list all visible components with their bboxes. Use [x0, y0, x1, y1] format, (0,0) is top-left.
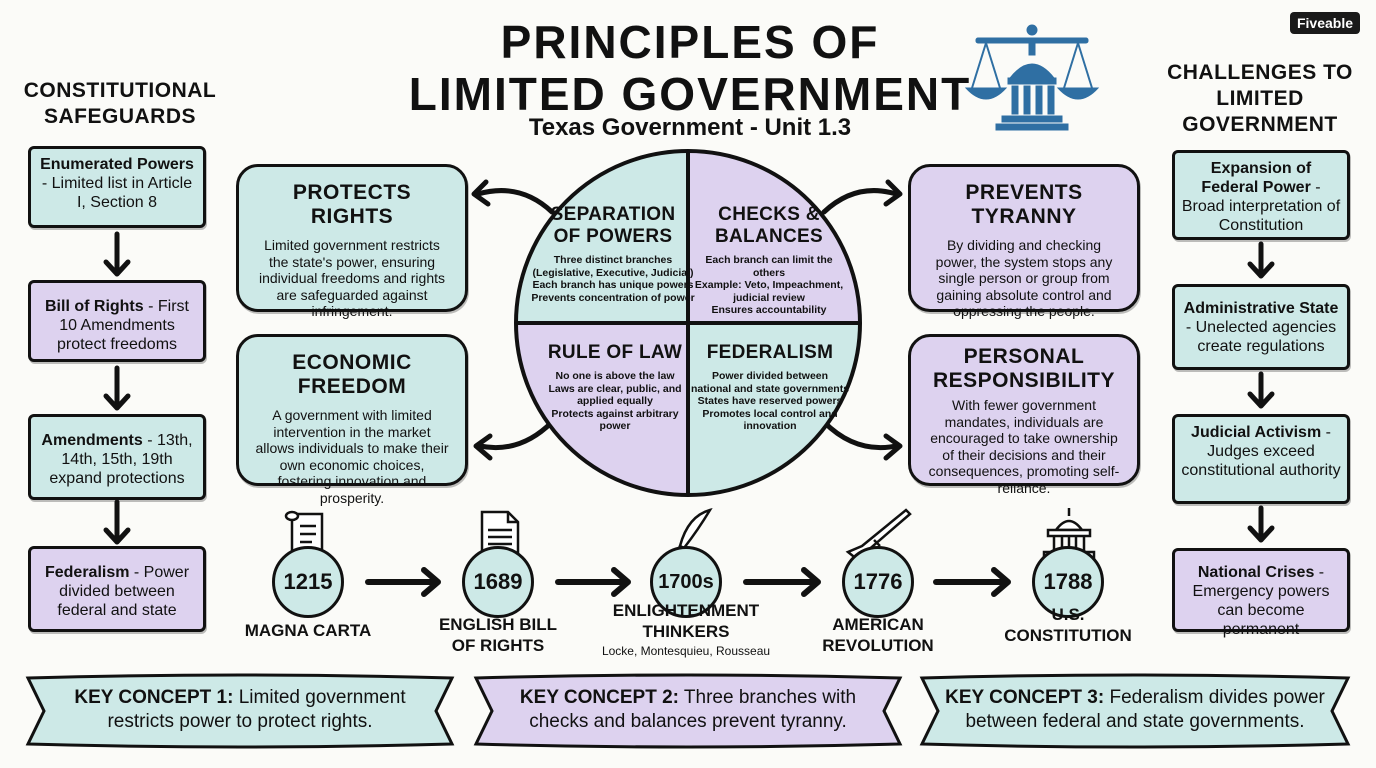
left-column-title: CONSTITUTIONAL SAFEGUARDS	[23, 79, 217, 128]
challenge-national-crises: National Crises - Emergency powers can b…	[1172, 548, 1350, 638]
page-title: PRINCIPLES OF LIMITED GOVERNMENT	[400, 16, 980, 120]
timeline-label-us-constitution: U.S.CONSTITUTION	[1004, 605, 1132, 645]
brand-logo: Fiveable	[1290, 12, 1360, 34]
title-line-2: LIMITED GOVERNMENT	[408, 68, 972, 120]
safeguard-federalism: Federalism - Power divided between feder…	[28, 546, 206, 632]
right-column-title: CHALLENGES TO LIMITED GOVERNMENT	[1167, 61, 1353, 136]
benefit-economic-freedom: ECONOMIC FREEDOM A government with limit…	[236, 334, 468, 506]
timeline-year-1215: 1215	[272, 546, 344, 618]
timeline-label-magna-carta: MAGNA CARTA	[244, 621, 372, 640]
challenge-expansion-federal-power: Expansion of Federal Power - Broad inter…	[1172, 150, 1350, 240]
scales-capitol-icon	[964, 24, 1100, 131]
quadrant-federalism: FEDERALISM Power divided between nationa…	[690, 342, 850, 432]
left-column-arrows	[103, 231, 131, 545]
safeguard-enumerated-powers: Enumerated Powers - Limited list in Arti…	[28, 146, 206, 228]
benefit-protects-rights: PROTECTS RIGHTS Limited government restr…	[236, 164, 468, 319]
timeline-sub-enlightenment: Locke, Montesquieu, Rousseau	[601, 644, 771, 658]
principles-circle	[514, 149, 862, 497]
timeline-year-1788: 1788	[1032, 546, 1104, 618]
right-column-arrows	[1247, 241, 1275, 543]
circle-curved-arrows	[471, 179, 903, 461]
safeguard-amendments: Amendments - 13th, 14th, 15th, 19th expa…	[28, 414, 206, 500]
benefit-prevents-tyranny: PREVENTS TYRANNY By dividing and checkin…	[908, 164, 1140, 319]
safeguard-bill-of-rights: Bill of Rights - First 10 Amendments pro…	[28, 280, 206, 362]
title-line-1: PRINCIPLES OF	[500, 16, 880, 68]
timeline-year-1700s: 1700s	[650, 546, 722, 618]
ribbon-shape	[25, 673, 455, 749]
quadrant-checks-and-balances: CHECKS &BALANCES Each branch can limit t…	[694, 204, 844, 316]
quadrant-rule-of-law: RULE OF LAW No one is above the law Laws…	[547, 342, 683, 432]
challenge-administrative-state: Administrative State - Unelected agencie…	[1172, 284, 1350, 370]
page-subtitle: Texas Government - Unit 1.3	[528, 114, 852, 141]
ribbon-shape	[919, 673, 1351, 749]
ribbon-shape	[473, 673, 903, 749]
timeline-arrows	[365, 567, 1011, 597]
timeline-year-1689: 1689	[462, 546, 534, 618]
timeline-year-1776: 1776	[842, 546, 914, 618]
challenge-judicial-activism: Judicial Activism - Judges exceed consti…	[1172, 414, 1350, 504]
